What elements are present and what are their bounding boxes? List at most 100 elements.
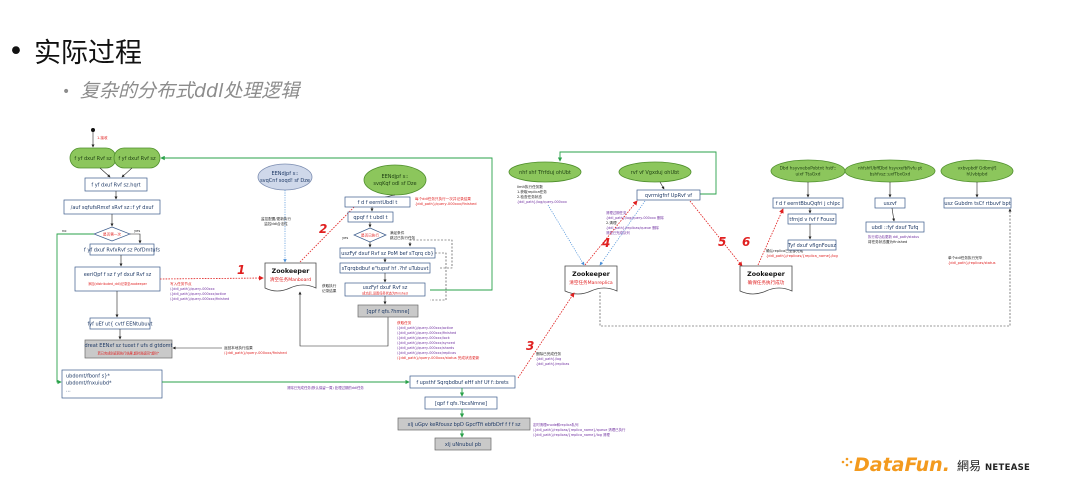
zookeeper-doc-shape — [264, 262, 317, 292]
usz2-side-note: 获取执行 — [322, 283, 337, 288]
step1-note-line: /{ddl_path}/query-000xxx/finished — [170, 297, 229, 301]
retry-dotted-loop — [408, 239, 453, 269]
step1-note: 写入任务节点 /{ddl_path}/query-000xxx /{ddl_pa… — [170, 281, 229, 301]
step4-arrow — [584, 200, 638, 266]
annotation-line: /{ddl_path}/query-000xxx/replicas — [397, 351, 456, 355]
replica-oval-b-label: rvf vf Vgxduj ohUbt — [631, 170, 680, 176]
right-box-1 — [772, 197, 844, 209]
loop-back-green-line — [160, 155, 493, 291]
annotation-line: /{ddl_path}/query-000xxx/active — [397, 326, 453, 330]
netease-logo-cn: 網易 — [957, 459, 981, 473]
zookeeper-title: Zookeeper — [572, 271, 611, 278]
watch-note: 监控配置/更新执行 — [261, 216, 291, 221]
right-mid-note: 将任务状态置为finished — [868, 239, 907, 244]
step6-number: 6 — [742, 235, 750, 249]
zookeeper-title: Zookeeper — [747, 271, 786, 278]
arrow — [99, 167, 111, 178]
jauf-node-label: /auf sqfufsRmxf sRvf sz::f yf dxuf — [71, 205, 154, 211]
qpq-node — [347, 211, 394, 223]
right-oval-b-line: bshfvsz::uxfTbxGxd — [870, 172, 911, 177]
decision-note: 跳过已执行任务 — [390, 235, 416, 240]
right-oval-a-line: Dbd hsyvxeboPobtnt hstf:: — [780, 166, 837, 172]
stq-node-label: sTqrqbdbuf e"tupsf hf .?hf uTubuvt — [342, 266, 429, 272]
step6-arrow — [757, 208, 784, 266]
replica-left-note: {ddl_path}/log/query-000xxx — [517, 200, 567, 204]
right-box-1-label: f d f eerntBbuQqfri j chlpc — [776, 201, 841, 207]
right-oval-c-line: hUvbtpbd — [966, 172, 987, 178]
return-note: /{ddl_path}/query-000xxx/finished — [224, 351, 287, 355]
subtitle-bullet: • — [62, 84, 70, 100]
zookeeper-doc-shape — [739, 265, 793, 295]
arrow — [659, 181, 665, 190]
pofd-node-label: f yf dxuf RvfxRvf sz PofDmtufs — [84, 248, 160, 254]
pofd-node — [89, 243, 155, 256]
usz2-side-note: 记录结果 — [322, 288, 337, 293]
replica-left-note: 1.获取replica任务 — [517, 189, 547, 194]
watch-oval-line: EENdjpf s:: — [271, 171, 298, 177]
right-note: 单个ddl任务执行完毕 — [948, 255, 983, 260]
step1-arrow — [159, 275, 264, 281]
step5-number: 5 — [718, 235, 726, 249]
upst-node-label: f upsthf Sqrqbdbuf eHf shf Uf f::brets — [416, 380, 509, 386]
step2-arrow — [299, 198, 363, 263]
right-mid-note: 执行成功后更新 ddl_path/status — [868, 234, 919, 239]
replica-mid-note: 清理已完成队列 — [606, 230, 630, 235]
middle-red-annotation: 获取任务 /{ddl_path}/query-000xxx/active /{d… — [397, 320, 480, 360]
brand-footer: DataFun. 網易 NETEASE — [841, 454, 1030, 476]
step1-note-line: /{ddl_path}/query-000xxx — [170, 287, 215, 291]
replica-flow: nhf shf Tfrfduj ohUbt rvf vf Vgxduj ohUb… — [508, 151, 717, 266]
step4-number: 4 — [601, 236, 610, 250]
slide-header: • 实际过程 • 复杂的分布式ddl处理逻辑 — [8, 36, 301, 102]
fde-note: 每个ddl任务只执行一次并记录结果 — [415, 196, 471, 201]
annotation-line: /{ddl_path}/query-000xxx/lock — [397, 336, 450, 340]
step3-arrow — [517, 292, 575, 379]
right-flow: Dbd hsyvxeboPobtnt hstf:: uixf TtaGxd nh… — [770, 159, 1014, 265]
right-oval-a-line: uixf TtaGxd — [796, 172, 821, 178]
right-oval-b-line: nhfshfUbffDbd hsyvxefbRvfu pt — [858, 166, 922, 171]
usz1-node-label: uszFyf dxuf Rvf sz PoM bef sTqrq cb} — [341, 251, 433, 257]
step3-note: 删除已完成任务 — [536, 351, 562, 356]
result-return-line — [298, 291, 389, 347]
step1-note-line: 写入任务节点 — [170, 281, 192, 286]
under-note: /{ddl_path}/replicas/{replica_name}/queu… — [533, 427, 626, 432]
replica-left-note: limit执行任务数 — [517, 184, 543, 189]
ubdomt-line: ... — [66, 388, 71, 394]
hqrt-node-label: f yf dxuf Rvf sz.hqrt — [91, 183, 140, 189]
annotation-line: /{ddl_path}/query-000xxx/synced — [397, 341, 455, 345]
replica-oval-a — [508, 161, 582, 183]
qpf-node-label: [qpf f qfs.?hmne] — [366, 309, 409, 315]
start-dot — [91, 128, 95, 132]
first-time-decision-label: 是否第一次 — [103, 232, 121, 237]
watch-note: 监控ddl合法性 — [264, 221, 288, 226]
step5-arrow — [689, 200, 743, 267]
zookeeper-subtitle: 清空任务Manboard — [270, 276, 311, 283]
arrow — [891, 207, 896, 222]
upst-node — [409, 375, 516, 389]
right-box-4-label: uszvf — [883, 201, 896, 207]
ubdomt-line: ubdomt/fnxuiubd* — [66, 381, 112, 387]
nnu-node — [434, 437, 492, 451]
step6-note: {ddl_path}/replicas/{replica_name}/log — [766, 254, 838, 258]
eeri-node-label: eeriQpf f sz f yf dxuf Rvf sz — [84, 272, 152, 278]
qpq-node-label: qpqf f t ubdl t — [353, 215, 387, 221]
executed-yes-label: yes — [342, 236, 348, 240]
right-box-5-label: ubdl ::fyf dxuf Tufq — [872, 225, 919, 231]
zookeeper-subtitle: 清空任务Manreplica — [569, 279, 613, 286]
title-bullet: • — [8, 36, 24, 67]
branch-yes-label: yes — [134, 229, 140, 233]
fyfu-node-label: fyf uEf ut{ cvtf EENtubuvt — [87, 322, 152, 328]
qpf2-node-label: [qpf f qfs.?bcsNmne] — [435, 401, 487, 407]
entry-node-a-label: f yf dxuf Rvf sz — [74, 156, 112, 162]
qvr-node — [636, 189, 701, 201]
replica-loop-line — [557, 151, 717, 195]
replica-oval-a-label: nhf shf Tfrfduj ohUbt — [519, 170, 571, 176]
usz2-node-label: uszFyf dxuf Rvf sz — [363, 285, 408, 291]
right-box-6-label: usz Gubdm tsCf rtbuvf bpt — [944, 201, 1010, 207]
dreat-node-label: dreat EENxf sz tuoxt f ufs d gtdomt — [85, 343, 173, 349]
step2-number: 2 — [319, 222, 327, 236]
branch-no-label: no — [62, 229, 66, 233]
step3-note: {ddl_path}/log — [536, 357, 561, 361]
zookeeper-right: Zookeeper 确保任务执行成功 — [739, 265, 793, 295]
step3-note: {ddl_path}/replicas — [536, 362, 569, 366]
